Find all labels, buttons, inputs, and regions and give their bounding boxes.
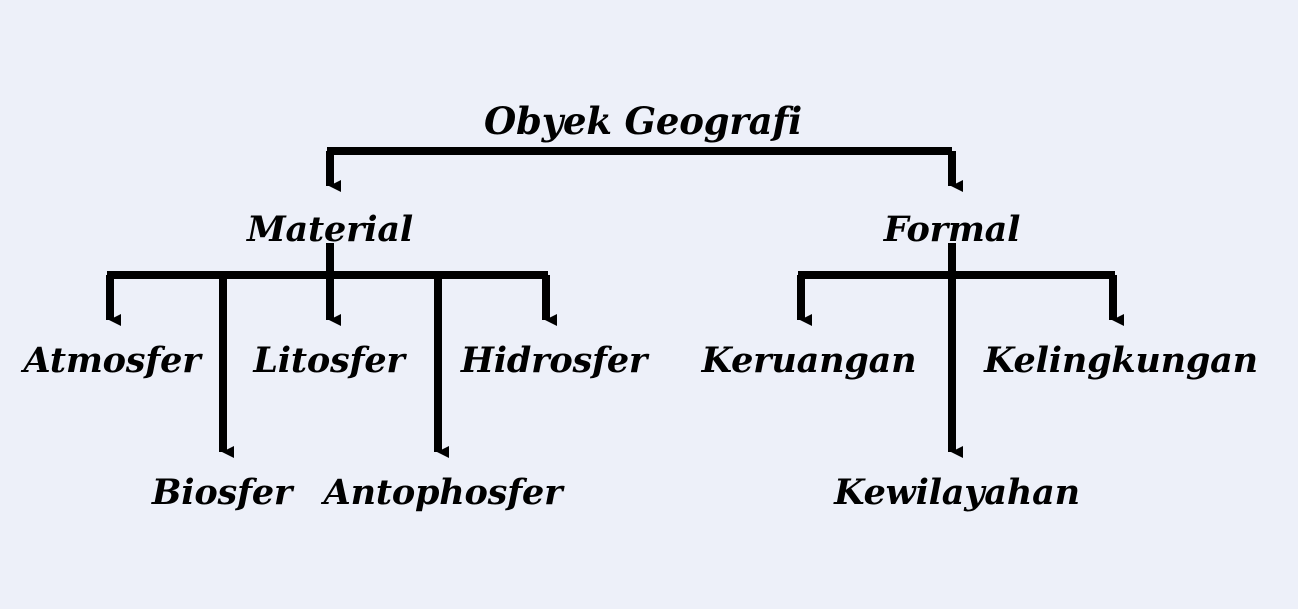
node-formal: Formal [883,209,1021,250]
node-kewilayahan: Kewilayahan [834,472,1080,513]
node-antophosfer: Antophosfer [323,472,563,513]
node-biosfer: Biosfer [151,472,293,513]
node-material: Material [247,209,413,250]
bottom-edge-strip [0,609,1298,616]
node-atmosfer: Atmosfer [23,340,201,381]
node-obyek-geografi: Obyek Geografi [484,99,802,143]
node-litosfer: Litosfer [253,340,405,381]
node-hidrosfer: Hidrosfer [460,340,648,381]
node-keruangan: Keruangan [701,340,917,381]
node-kelingkungan: Kelingkungan [984,340,1258,381]
